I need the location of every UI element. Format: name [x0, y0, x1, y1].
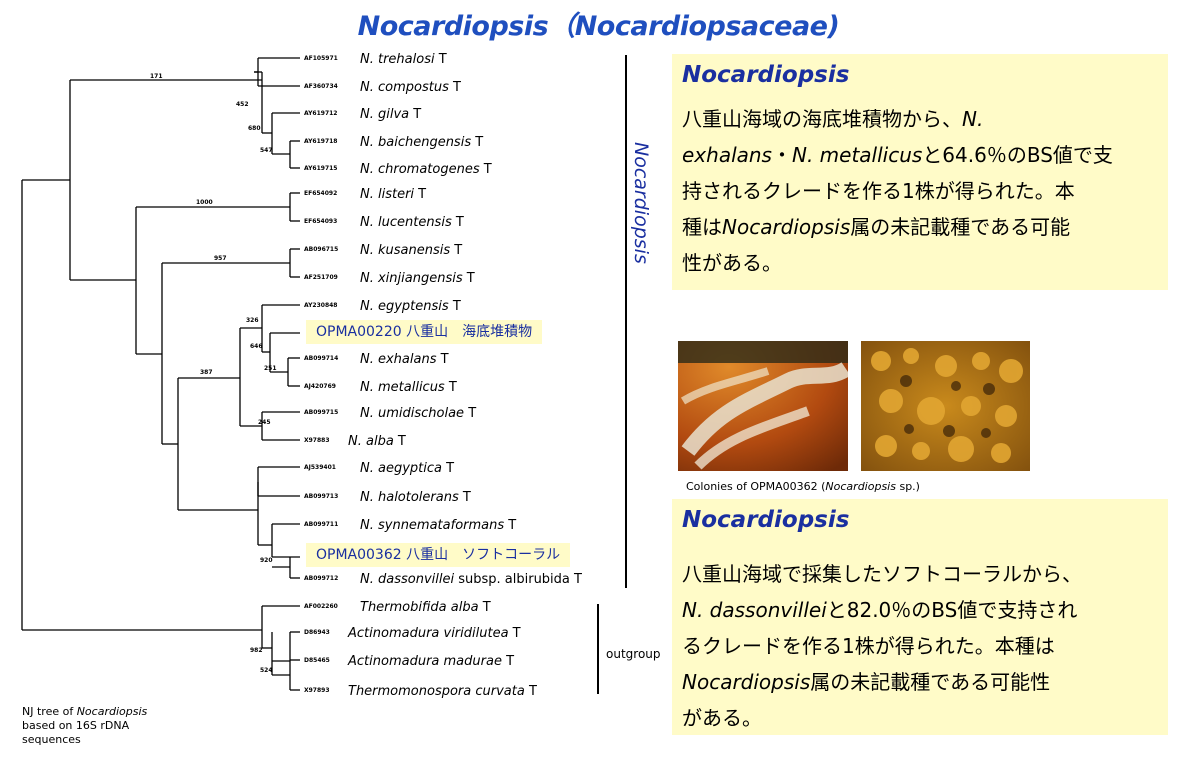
- caption-text: NJ tree of: [22, 705, 77, 718]
- leaf-name: Thermomonospora curvata T: [348, 684, 537, 699]
- leaf-name: N. exhalans T: [360, 352, 449, 367]
- leaf-accession: EF654092: [304, 190, 337, 197]
- bootstrap-value: 387: [200, 369, 213, 376]
- leaf-accession: AF251709: [304, 274, 338, 281]
- leaf-name: N. lucentensis T: [360, 215, 464, 230]
- leaf-accession: AB099715: [304, 409, 338, 416]
- leaf-name: N. compostus T: [360, 80, 461, 95]
- clade-label: Nocardiopsis: [630, 142, 652, 264]
- bootstrap-value: 680: [248, 125, 261, 132]
- leaf-name: N. listeri T: [360, 187, 426, 202]
- leaf-accession: AF105971: [304, 55, 338, 62]
- leaf-accession: AB099713: [304, 493, 338, 500]
- tree-caption: NJ tree of Nocardiopsis based on 16S rDN…: [22, 705, 147, 747]
- tree-leaves: AF105971 N. trehalosi T AF360734 N. compost…: [304, 52, 582, 699]
- leaf-accession: EF654093: [304, 218, 337, 225]
- bootstrap-value: 982: [250, 647, 263, 654]
- page-title: Nocardiopsis（Nocardiopsaceae): [357, 11, 840, 42]
- panel-text: 八重山海域の海底堆積物から、N. exhalans・N. metallicusと…: [682, 107, 1113, 275]
- caption-text: sequences: [22, 733, 81, 746]
- leaf-accession: AF360734: [304, 83, 338, 90]
- leaf-name: N. xinjiangensis T: [360, 271, 475, 286]
- highlight-opma00220: OPMA00220 八重山 海底堆積物: [306, 320, 543, 344]
- highlight-opma00362: OPMA00362 八重山 ソフトコーラル: [306, 543, 571, 567]
- bootstrap-value: 547: [260, 147, 273, 154]
- bootstrap-value: 326: [246, 317, 259, 324]
- leaf-accession: AJ539401: [304, 464, 336, 471]
- leaf-name: Actinomadura viridilutea T: [347, 626, 521, 641]
- leaf-accession: D85465: [304, 657, 330, 664]
- tree-branches: [21, 57, 300, 691]
- leaf-accession: X97883: [304, 437, 330, 444]
- leaf-name: N. dassonvillei subsp. albirubida T: [360, 572, 582, 587]
- colony-photo-1: [678, 341, 848, 471]
- bootstrap-value: 452: [236, 101, 249, 108]
- leaf-name: N. gilva T: [360, 107, 421, 122]
- panel-title: Nocardiopsis: [682, 507, 850, 533]
- bootstrap-value: 251: [264, 365, 277, 372]
- leaf-name: N. egyptensis T: [360, 299, 461, 314]
- leaf-accession: AB099714: [304, 355, 338, 362]
- leaf-accession: AY619712: [304, 110, 337, 117]
- photo-caption: Colonies of OPMA00362 (Nocardiopsis sp.): [686, 480, 920, 493]
- leaf-accession: AY619718: [304, 138, 337, 145]
- caption-text: based on 16S rDNA: [22, 719, 130, 732]
- leaf-accession: AB096715: [304, 246, 338, 253]
- leaf-accession: AY230848: [304, 302, 337, 309]
- leaf-name: N. alba T: [348, 434, 406, 449]
- leaf-accession: AY619715: [304, 165, 337, 172]
- leaf-accession: AB099711: [304, 521, 338, 528]
- leaf-name: N. aegyptica T: [360, 461, 454, 476]
- colony-photo-2: [861, 341, 1030, 471]
- leaf-accession: AB099712: [304, 575, 338, 582]
- leaf-name: N. kusanensis T: [360, 243, 462, 258]
- bootstrap-value: 957: [214, 255, 227, 262]
- leaf-name: N. baichengensis T: [360, 135, 483, 150]
- bootstrap-values: 171 452 680 547 1000 957 326 646 251 387 245 920 982…: [150, 73, 277, 674]
- leaf-accession: AF002260: [304, 603, 338, 610]
- leaf-name: Thermobifida alba T: [360, 600, 491, 615]
- bootstrap-value: 646: [250, 343, 263, 350]
- caption-genus: Nocardiopsis: [76, 705, 148, 718]
- leaf-name: N. metallicus T: [360, 380, 457, 395]
- info-panel-1: Nocardiopsis 八重山海域の海底堆積物から、N. exhalans・N…: [672, 54, 1168, 290]
- bootstrap-value: 1000: [196, 199, 213, 206]
- leaf-name: N. halotolerans T: [360, 490, 471, 505]
- leaf-name: N. synnemataformans T: [360, 518, 516, 533]
- leaf-name: N. umidischolae T: [360, 406, 476, 421]
- bootstrap-value: 524: [260, 667, 273, 674]
- leaf-accession: D86943: [304, 629, 330, 636]
- leaf-name: N. chromatogenes T: [360, 162, 492, 177]
- leaf-name: N. trehalosi T: [360, 52, 447, 67]
- leaf-name: Actinomadura madurae T: [347, 654, 514, 669]
- bootstrap-value: 171: [150, 73, 163, 80]
- info-panel-2: Nocardiopsis 八重山海域で採集したソフトコーラルから、 N. das…: [672, 499, 1168, 735]
- panel-text: 八重山海域で採集したソフトコーラルから、 N. dassonvilleiと82.…: [682, 562, 1082, 730]
- outgroup-label: outgroup: [606, 647, 661, 661]
- leaf-accession: X97893: [304, 687, 330, 694]
- bootstrap-value: 920: [260, 557, 273, 564]
- panel-title: Nocardiopsis: [682, 62, 850, 88]
- leaf-accession: AJ420769: [304, 383, 336, 390]
- bootstrap-value: 245: [258, 419, 271, 426]
